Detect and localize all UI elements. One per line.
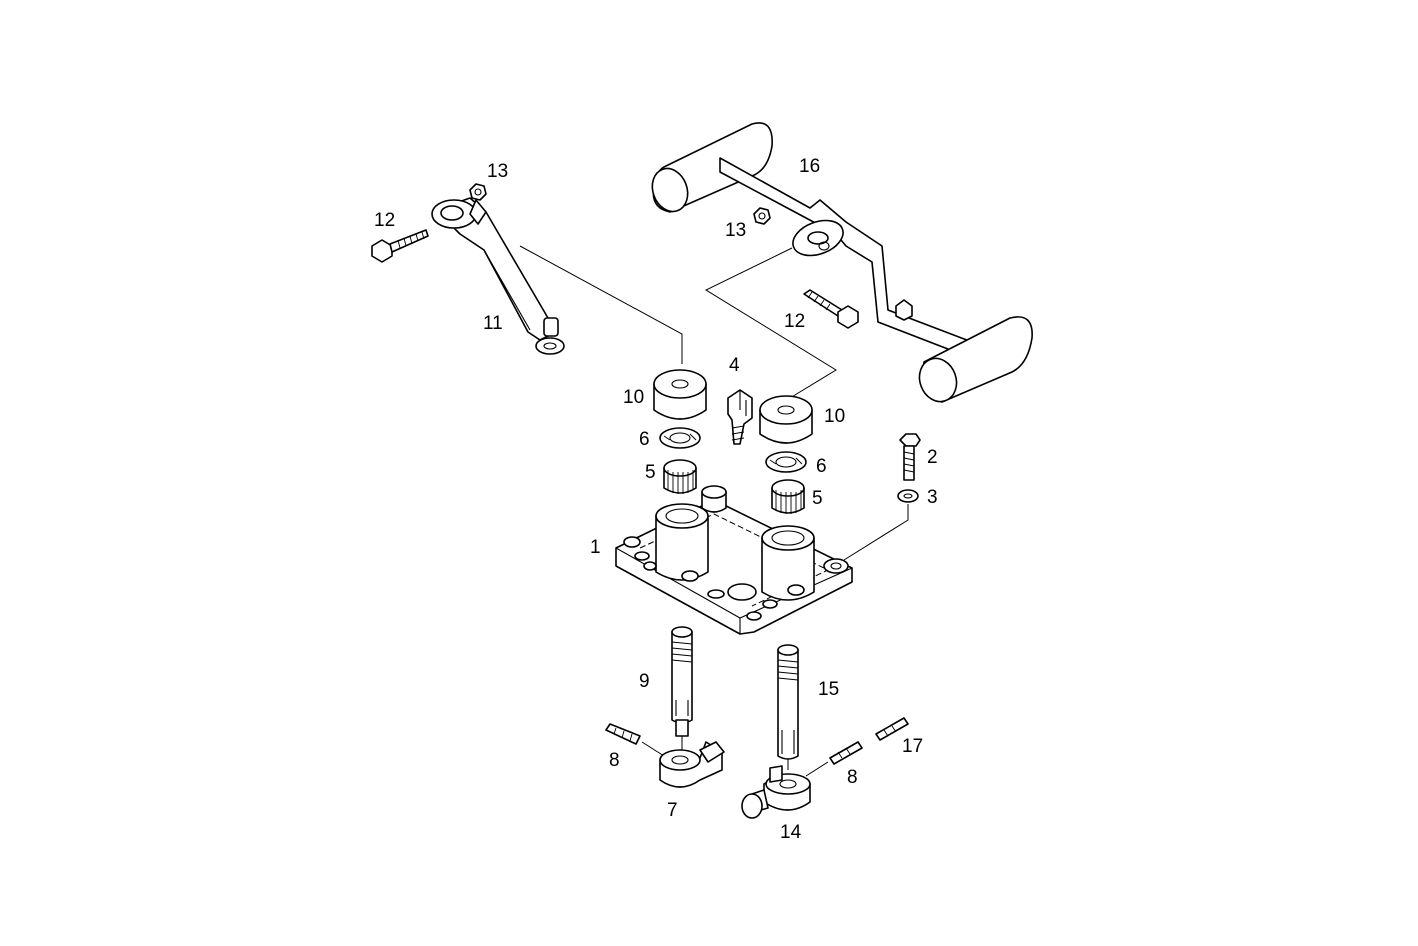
part-9-shaft (671, 626, 693, 737)
part-8-pin-left (605, 723, 641, 745)
callout-10-left: 10 (623, 387, 644, 408)
part-15-shaft (777, 644, 799, 760)
part-13-nut-right (753, 207, 771, 225)
callout-13-left: 13 (487, 161, 508, 182)
callout-labels: 1 2 3 4 5 5 6 6 7 8 8 9 10 10 11 12 12 1… (374, 156, 938, 843)
part-10-bushing-left (653, 369, 707, 420)
part-10-bushing-right (759, 395, 813, 444)
callout-13-right: 13 (725, 220, 746, 241)
part-6-washer-right (765, 451, 807, 473)
callout-15: 15 (818, 679, 839, 700)
part-7-clamp (659, 741, 725, 788)
callout-6-right: 6 (816, 456, 827, 477)
callout-11: 11 (483, 313, 503, 334)
callout-1: 1 (590, 537, 601, 558)
callout-5-right: 5 (812, 488, 823, 509)
part-14-clamp (741, 765, 811, 819)
part-13-nut-left (469, 183, 487, 201)
callout-12-right: 12 (784, 311, 805, 332)
callout-17: 17 (902, 736, 923, 757)
part-11-lever (431, 197, 565, 355)
part-4-screw (727, 389, 753, 445)
part-17-pin (875, 717, 909, 741)
callout-8-right: 8 (847, 767, 858, 788)
callout-12-left: 12 (374, 210, 395, 231)
callout-5-left: 5 (645, 462, 656, 483)
callout-4: 4 (729, 355, 740, 376)
part-5-bearing-left (663, 459, 697, 494)
callout-9: 9 (639, 671, 650, 692)
callout-10-right: 10 (824, 406, 845, 427)
part-12-bolt-right (803, 289, 859, 329)
part-16-footrest (651, 122, 1033, 403)
part-1-housing (615, 485, 853, 635)
callout-3: 3 (927, 487, 938, 508)
part-2-bolt (899, 433, 921, 481)
callout-8-left: 8 (609, 750, 620, 771)
part-5-bearing-right (771, 479, 805, 514)
part-8-pin-right (829, 741, 863, 765)
callout-14: 14 (780, 822, 802, 843)
part-3-washer (897, 489, 919, 503)
callout-16: 16 (799, 156, 820, 177)
part-6-washer-left (659, 427, 701, 449)
callout-2: 2 (927, 447, 938, 468)
callout-7: 7 (667, 800, 678, 821)
callout-6-left: 6 (639, 429, 650, 450)
part-12-bolt-left (371, 229, 429, 263)
